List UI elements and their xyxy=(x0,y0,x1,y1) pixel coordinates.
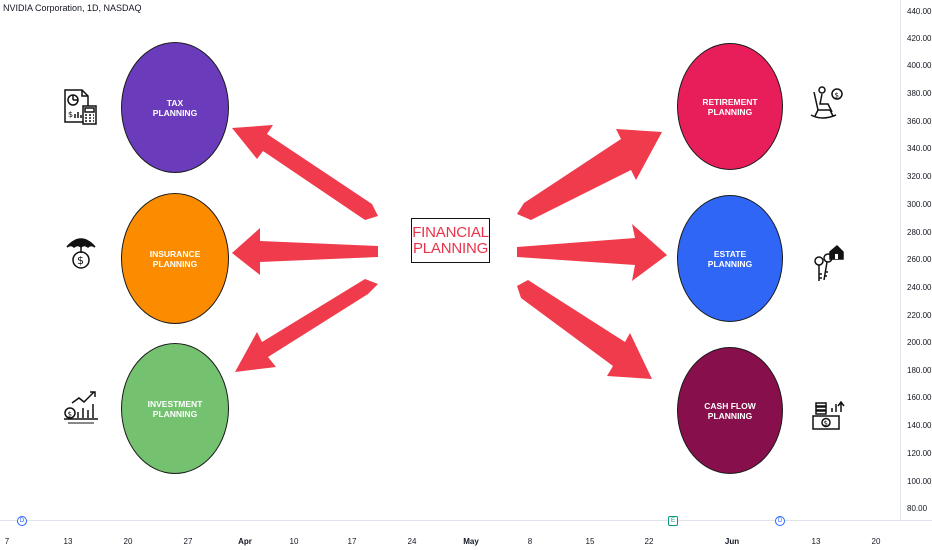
node-estate-planning: ESTATE PLANNING xyxy=(677,195,783,322)
price-tick: 140.00 xyxy=(907,421,932,430)
node-tax-planning: TAX PLANNING xyxy=(121,42,229,173)
time-tick: 17 xyxy=(347,537,357,546)
price-tick: 380.00 xyxy=(907,89,932,98)
node-label: ESTATE PLANNING xyxy=(707,248,753,269)
time-tick: Apr xyxy=(238,537,252,546)
node-investment-planning: INVESTMENT PLANNING xyxy=(121,343,229,474)
price-tick: 160.00 xyxy=(907,393,932,402)
time-tick: 27 xyxy=(183,537,193,546)
node-cashflow-planning: CASH FLOW PLANNING xyxy=(677,347,783,474)
svg-text:$: $ xyxy=(68,110,73,119)
svg-text:$: $ xyxy=(824,420,828,428)
node-label: INVESTMENT PLANNING xyxy=(147,398,203,419)
umbrella-money-icon: $ xyxy=(66,238,96,269)
time-tick: Jun xyxy=(724,537,740,546)
time-tick: 7 xyxy=(4,537,10,546)
price-tick: 320.00 xyxy=(907,172,932,181)
price-tick: 120.00 xyxy=(907,449,932,458)
arrow-to-investment xyxy=(235,279,378,372)
tax-document-calculator-icon: $ xyxy=(64,89,97,125)
price-tick: 420.00 xyxy=(907,34,932,43)
time-tick: 13 xyxy=(63,537,73,546)
chart-symbol-title: NVIDIA Corporation, 1D, NASDAQ xyxy=(3,3,142,13)
center-financial-planning: FINANCIAL PLANNING xyxy=(411,218,490,263)
price-tick: 260.00 xyxy=(907,255,932,264)
time-tick: 15 xyxy=(585,537,595,546)
time-tick: 8 xyxy=(527,537,533,546)
price-tick: 200.00 xyxy=(907,338,932,347)
arrow-to-insurance xyxy=(232,228,378,275)
arrow-to-estate xyxy=(517,224,667,281)
price-tick: 280.00 xyxy=(907,228,932,237)
node-label: TAX PLANNING xyxy=(152,97,198,118)
arrow-to-retirement xyxy=(517,129,662,220)
rocking-chair-icon: $ xyxy=(810,86,843,119)
time-tick: 13 xyxy=(811,537,821,546)
node-insurance-planning: INSURANCE PLANNING xyxy=(121,193,229,324)
price-tick: 300.00 xyxy=(907,200,932,209)
price-tick: 340.00 xyxy=(907,144,932,153)
price-tick: 360.00 xyxy=(907,117,932,126)
node-label: RETIREMENT PLANNING xyxy=(702,96,758,117)
cash-coins-icon: $ xyxy=(812,400,845,430)
investment-growth-icon: $ xyxy=(64,391,98,424)
time-tick: 20 xyxy=(123,537,133,546)
arrow-to-tax xyxy=(232,125,378,220)
center-label: FINANCIAL PLANNING xyxy=(412,223,489,257)
time-axis[interactable]: 7 13 20 27 Apr 10 17 24 May 8 15 22 Jun … xyxy=(0,520,932,550)
arrow-to-cashflow xyxy=(517,280,652,379)
svg-text:$: $ xyxy=(68,411,72,419)
dividend-marker[interactable]: D xyxy=(17,516,27,526)
house-keys-icon xyxy=(814,244,844,281)
price-tick: 100.00 xyxy=(907,477,932,486)
time-tick: 20 xyxy=(871,537,881,546)
svg-text:$: $ xyxy=(77,254,84,267)
price-tick: 180.00 xyxy=(907,366,932,375)
time-tick: May xyxy=(463,537,479,546)
svg-text:$: $ xyxy=(835,92,839,100)
price-tick: 240.00 xyxy=(907,283,932,292)
price-tick: 80.00 xyxy=(907,504,928,513)
price-tick: 400.00 xyxy=(907,61,932,70)
time-tick: 24 xyxy=(407,537,417,546)
dividend-marker[interactable]: D xyxy=(775,516,785,526)
time-tick: 22 xyxy=(644,537,654,546)
earnings-marker[interactable]: E xyxy=(668,516,678,526)
node-label: CASH FLOW PLANNING xyxy=(704,400,756,421)
node-retirement-planning: RETIREMENT PLANNING xyxy=(677,43,783,170)
price-tick: 220.00 xyxy=(907,311,932,320)
node-label: INSURANCE PLANNING xyxy=(149,248,201,269)
price-tick: 440.00 xyxy=(907,7,932,16)
time-tick: 10 xyxy=(289,537,299,546)
chart-plot-area[interactable]: TAX PLANNING INSURANCE PLANNING INVESTME… xyxy=(0,0,900,520)
price-axis[interactable]: 440.00 420.00 400.00 380.00 360.00 340.0… xyxy=(900,0,932,520)
diagram-arrows xyxy=(232,125,667,379)
